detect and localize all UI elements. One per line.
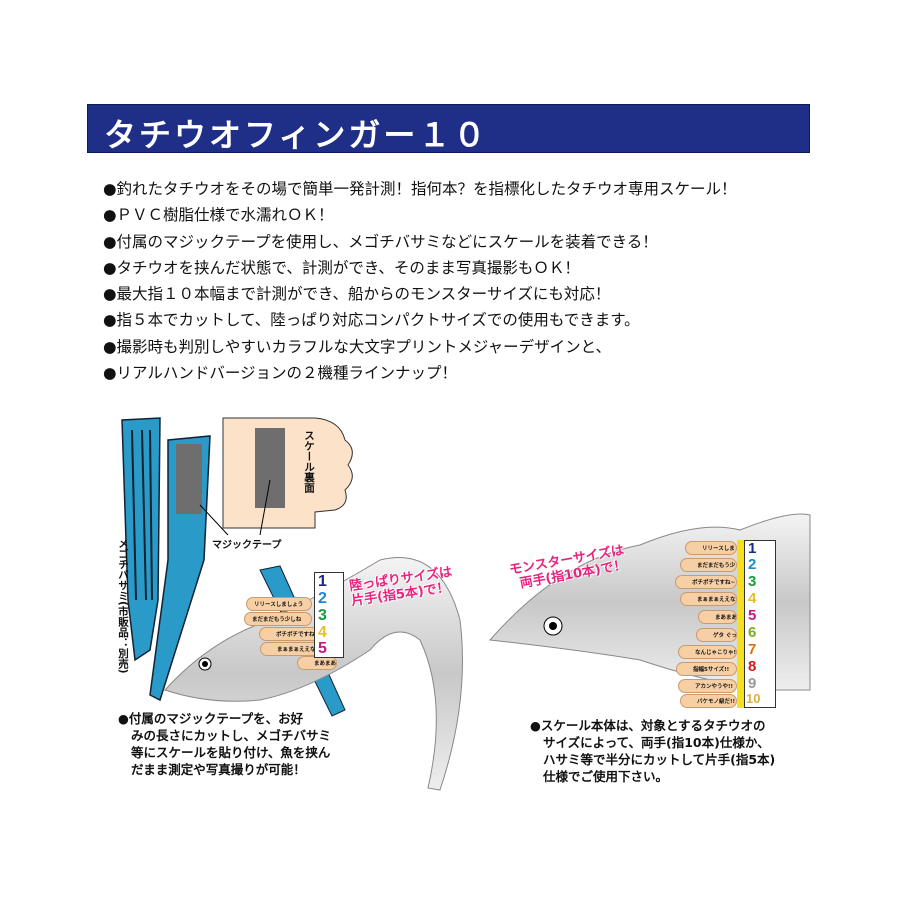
finger-label: まぁまぁええな! xyxy=(680,592,737,606)
finger-label: アカンやうや!! xyxy=(678,679,737,693)
caption-line: 等にスケールを貼り付け、魚を挟ん xyxy=(131,745,331,760)
finger-label: なんじゃこりゃ!? xyxy=(678,645,737,659)
feature-item: ●指５本でカットして、陸っぱり対応コンパクトサイズでの使用もできます。 xyxy=(103,311,640,330)
scale-number: 1 xyxy=(318,573,327,590)
scale-number: 7 xyxy=(748,641,757,658)
feature-item: ●撮影時も判別しやすいカラフルな大文字プリントメジャーデザインと、 xyxy=(103,337,611,356)
page-title: タチウオフィンガー１０ xyxy=(104,116,489,154)
caption-line: 仕様でご使用下さい。 xyxy=(543,769,669,784)
pliers-label: メゴチバサミ(市販品：別売) xyxy=(117,538,129,674)
caption-right: ●スケール本体は、対象とするタチウオの サイズによって、両手(指10本)仕様か、… xyxy=(530,717,775,785)
scale-number: 2 xyxy=(748,556,757,573)
scale-number: 1 xyxy=(748,540,757,557)
caption-line: ●スケール本体は、対象とするタチウオの xyxy=(530,718,766,733)
feature-item: ●ＰＶＣ樹脂仕様で水濡れＯＫ！ xyxy=(103,206,334,225)
feature-item: ●最大指１０本幅まで計測ができ、船からのモンスターサイズにも対応！ xyxy=(103,285,611,304)
scale-number: 9 xyxy=(748,675,757,692)
scale-right: 1 2 3 4 5 6 7 8 9 10 xyxy=(744,540,776,708)
finger-label: リリースしましょう xyxy=(246,597,312,611)
caption-line: ハサミ等で半分にカットして片手(指5本) xyxy=(543,752,776,767)
caption-left: ●付属のマジックテープを、お好 みの長さにカットし、メゴチバサミ 等にスケールを… xyxy=(118,710,331,778)
feature-item: ●リアルハンドバージョンの２機種ラインナップ！ xyxy=(103,364,458,383)
velcro-label: マジックテープ xyxy=(212,540,282,551)
scale-back-image xyxy=(222,417,353,529)
finger-label: バケモノ級だ!! xyxy=(680,694,737,708)
finger-label: まあまあいい xyxy=(698,610,737,624)
caption-line: ●付属のマジックテープを、お好 xyxy=(118,711,304,726)
finger-label: まだまだもう少しね xyxy=(680,558,737,572)
finger-label: ボチボチですね~ xyxy=(675,575,737,589)
feature-item: ●釣れたタチウオをその場で簡単一発計測！指何本？を指標化したタチウオ専用スケール… xyxy=(103,180,737,198)
scale-number: 8 xyxy=(748,658,757,675)
finger-label: リリースしましょう xyxy=(685,541,737,555)
feature-item: ●付属のマジックテープを使用し、メゴチバサミなどにスケールを装着できる！ xyxy=(103,232,658,251)
scale-number: 4 xyxy=(748,590,757,607)
caption-line: みの長さにカットし、メゴチバサミ xyxy=(131,728,332,743)
scale-left: 1 2 3 4 5 xyxy=(314,572,344,658)
scale-number: 5 xyxy=(748,607,757,624)
caption-line: だまま測定や写真撮りが可能！ xyxy=(131,762,306,777)
feature-list: ●釣れたタチウオをその場で簡単一発計測！指何本？を指標化したタチウオ専用スケール… xyxy=(103,176,737,386)
feature-item: ●タチウオを挟んだ状態で、計測ができ、そのまま写真撮影もＯＫ！ xyxy=(103,258,580,277)
scale-number: 4 xyxy=(318,624,327,641)
scale-number: 5 xyxy=(318,640,327,657)
scale-number: 2 xyxy=(318,590,327,607)
scale-number: 6 xyxy=(748,624,757,641)
finger-label: まあまあいい xyxy=(297,656,337,670)
pliers-image xyxy=(121,417,346,717)
scale-number: 3 xyxy=(318,607,327,624)
finger-label: ボチボチですね~ xyxy=(259,627,320,641)
finger-label: まだまだもう少しね xyxy=(244,612,312,626)
scale-number: 10 xyxy=(746,691,761,706)
scale-number: 3 xyxy=(748,573,757,590)
title-banner: タチウオフィンガー１０ xyxy=(87,104,810,154)
scale-back-label: スケール裏面 xyxy=(303,430,315,493)
scale-strip xyxy=(737,540,744,708)
caption-line: サイズによって、両手(指10本)仕様か、 xyxy=(543,735,770,750)
finger-label: 指幅5サイズ!! xyxy=(676,662,737,676)
finger-label: まぁまぁええな! xyxy=(260,642,320,656)
finger-label: ゲタ ぐっどね xyxy=(696,628,737,642)
